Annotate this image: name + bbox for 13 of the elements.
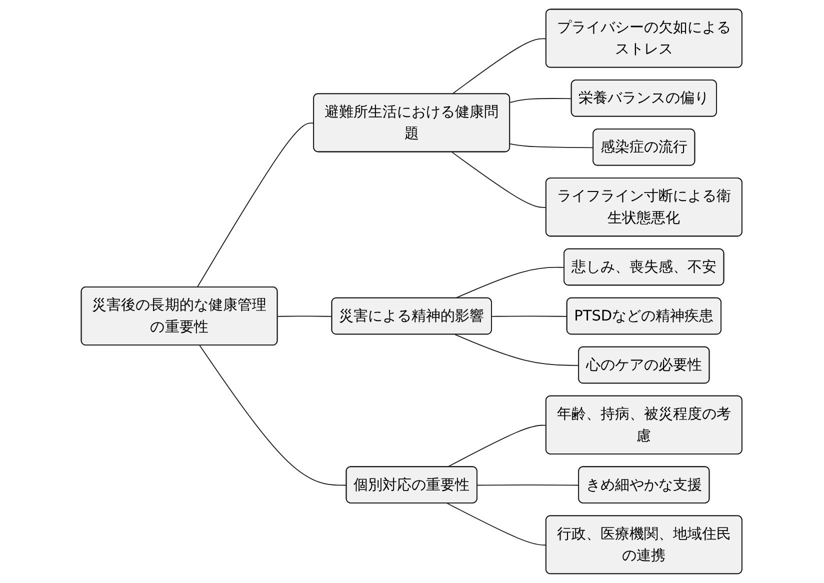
connector xyxy=(452,38,548,95)
connector xyxy=(200,345,348,486)
connector xyxy=(197,122,315,288)
connector xyxy=(452,152,548,208)
connector xyxy=(510,143,594,148)
connector xyxy=(447,502,548,546)
connector xyxy=(278,316,334,317)
connector xyxy=(447,424,548,468)
connector xyxy=(492,316,568,317)
connector xyxy=(455,334,580,366)
connector xyxy=(455,266,566,299)
connector xyxy=(477,484,580,486)
connector xyxy=(510,98,573,103)
